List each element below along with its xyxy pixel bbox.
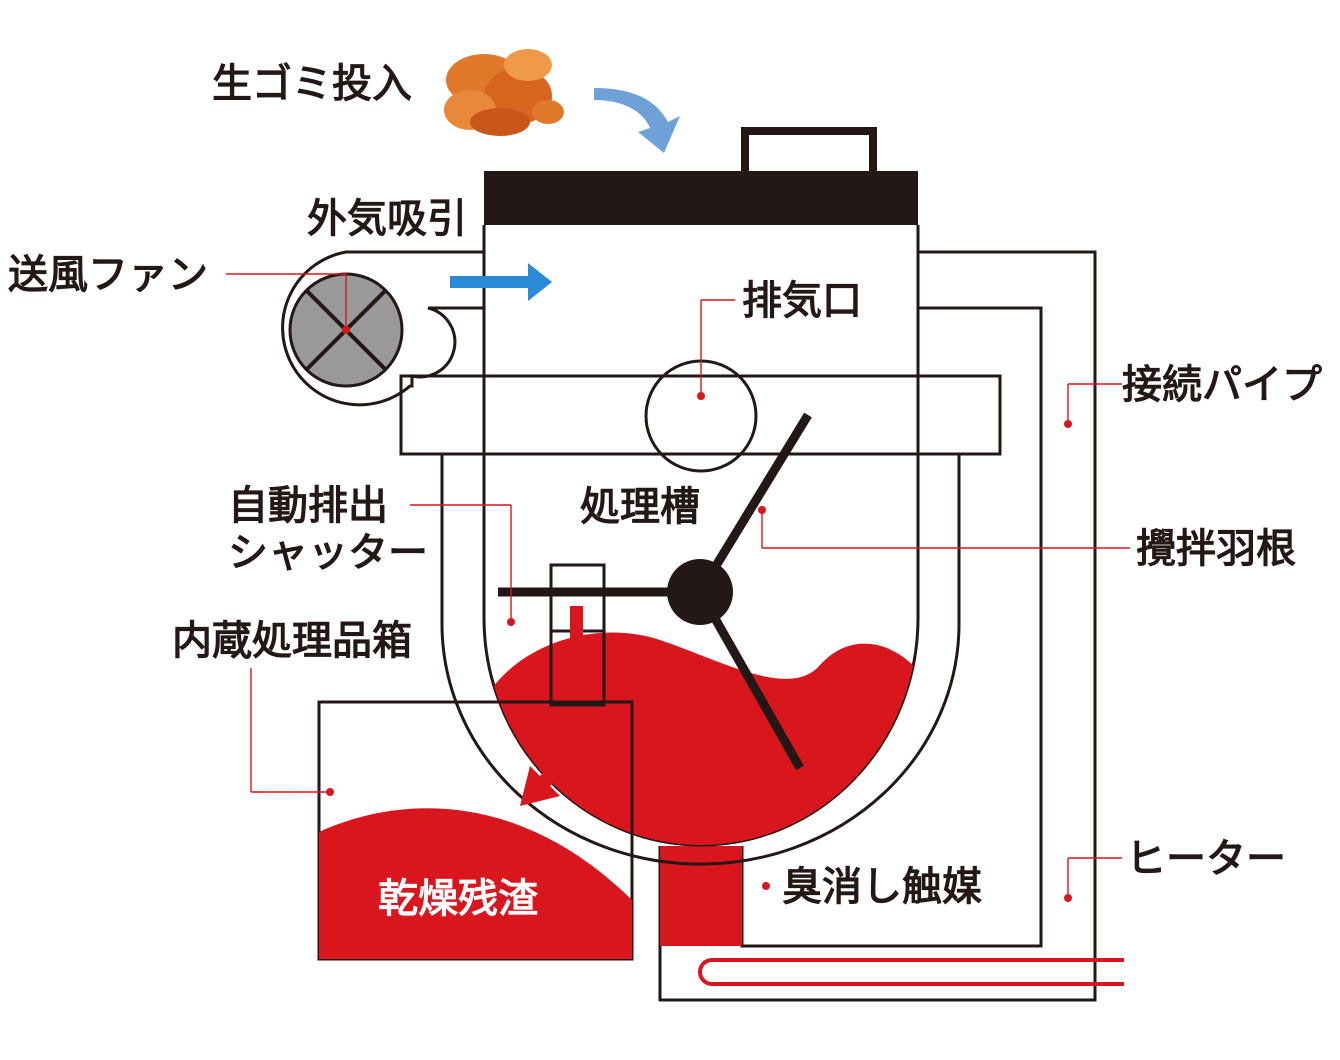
- arrow-right-icon: [450, 263, 552, 301]
- processing-tank-label: 処理槽: [580, 484, 700, 530]
- carrot-pieces-icon: [444, 49, 564, 136]
- connection-pipe-label: 接続パイプ: [1122, 362, 1322, 408]
- leaders: [226, 273, 1130, 902]
- dried-residue-label: 乾燥残渣: [378, 876, 539, 922]
- blower-fan-label: 送風ファン: [8, 252, 208, 298]
- stirring-blade-arm-2: [696, 589, 804, 771]
- stirring-blade-arm-1: [696, 412, 812, 595]
- arrow-down-icon: [556, 606, 596, 680]
- tank-lid: [484, 171, 918, 225]
- exhaust-port-label: 排気口: [742, 278, 862, 324]
- builtin-product-box-label: 内蔵処理品箱: [172, 618, 412, 664]
- housing-ring: [440, 454, 961, 866]
- catalyst-column: [660, 846, 742, 946]
- stirring-blade-hub: [667, 559, 733, 625]
- arrow-down-left-icon: [520, 728, 598, 806]
- auto-discharge-shutter-label-2: シャッター: [228, 530, 428, 576]
- connection-pipe: [658, 250, 1097, 1002]
- stirring-blade-label: 攪拌羽根: [1136, 526, 1296, 572]
- outside-air-intake-label: 外気吸引: [307, 196, 467, 242]
- lid-handle: [741, 127, 877, 171]
- auto-discharge-shutter-label-1: 自動排出: [228, 483, 388, 529]
- heater-label: ヒーター: [1126, 836, 1286, 882]
- deodorizing-catalyst-label: 臭消し触媒: [782, 864, 983, 910]
- curved-arrow-down-icon: [594, 88, 680, 153]
- shutter-chute: [549, 563, 606, 707]
- fan-housing: [281, 250, 484, 407]
- food-waste-input-label: 生ゴミ投入: [212, 61, 412, 107]
- dried-residue-fill: [319, 808, 632, 959]
- heater-coil: [698, 958, 1124, 986]
